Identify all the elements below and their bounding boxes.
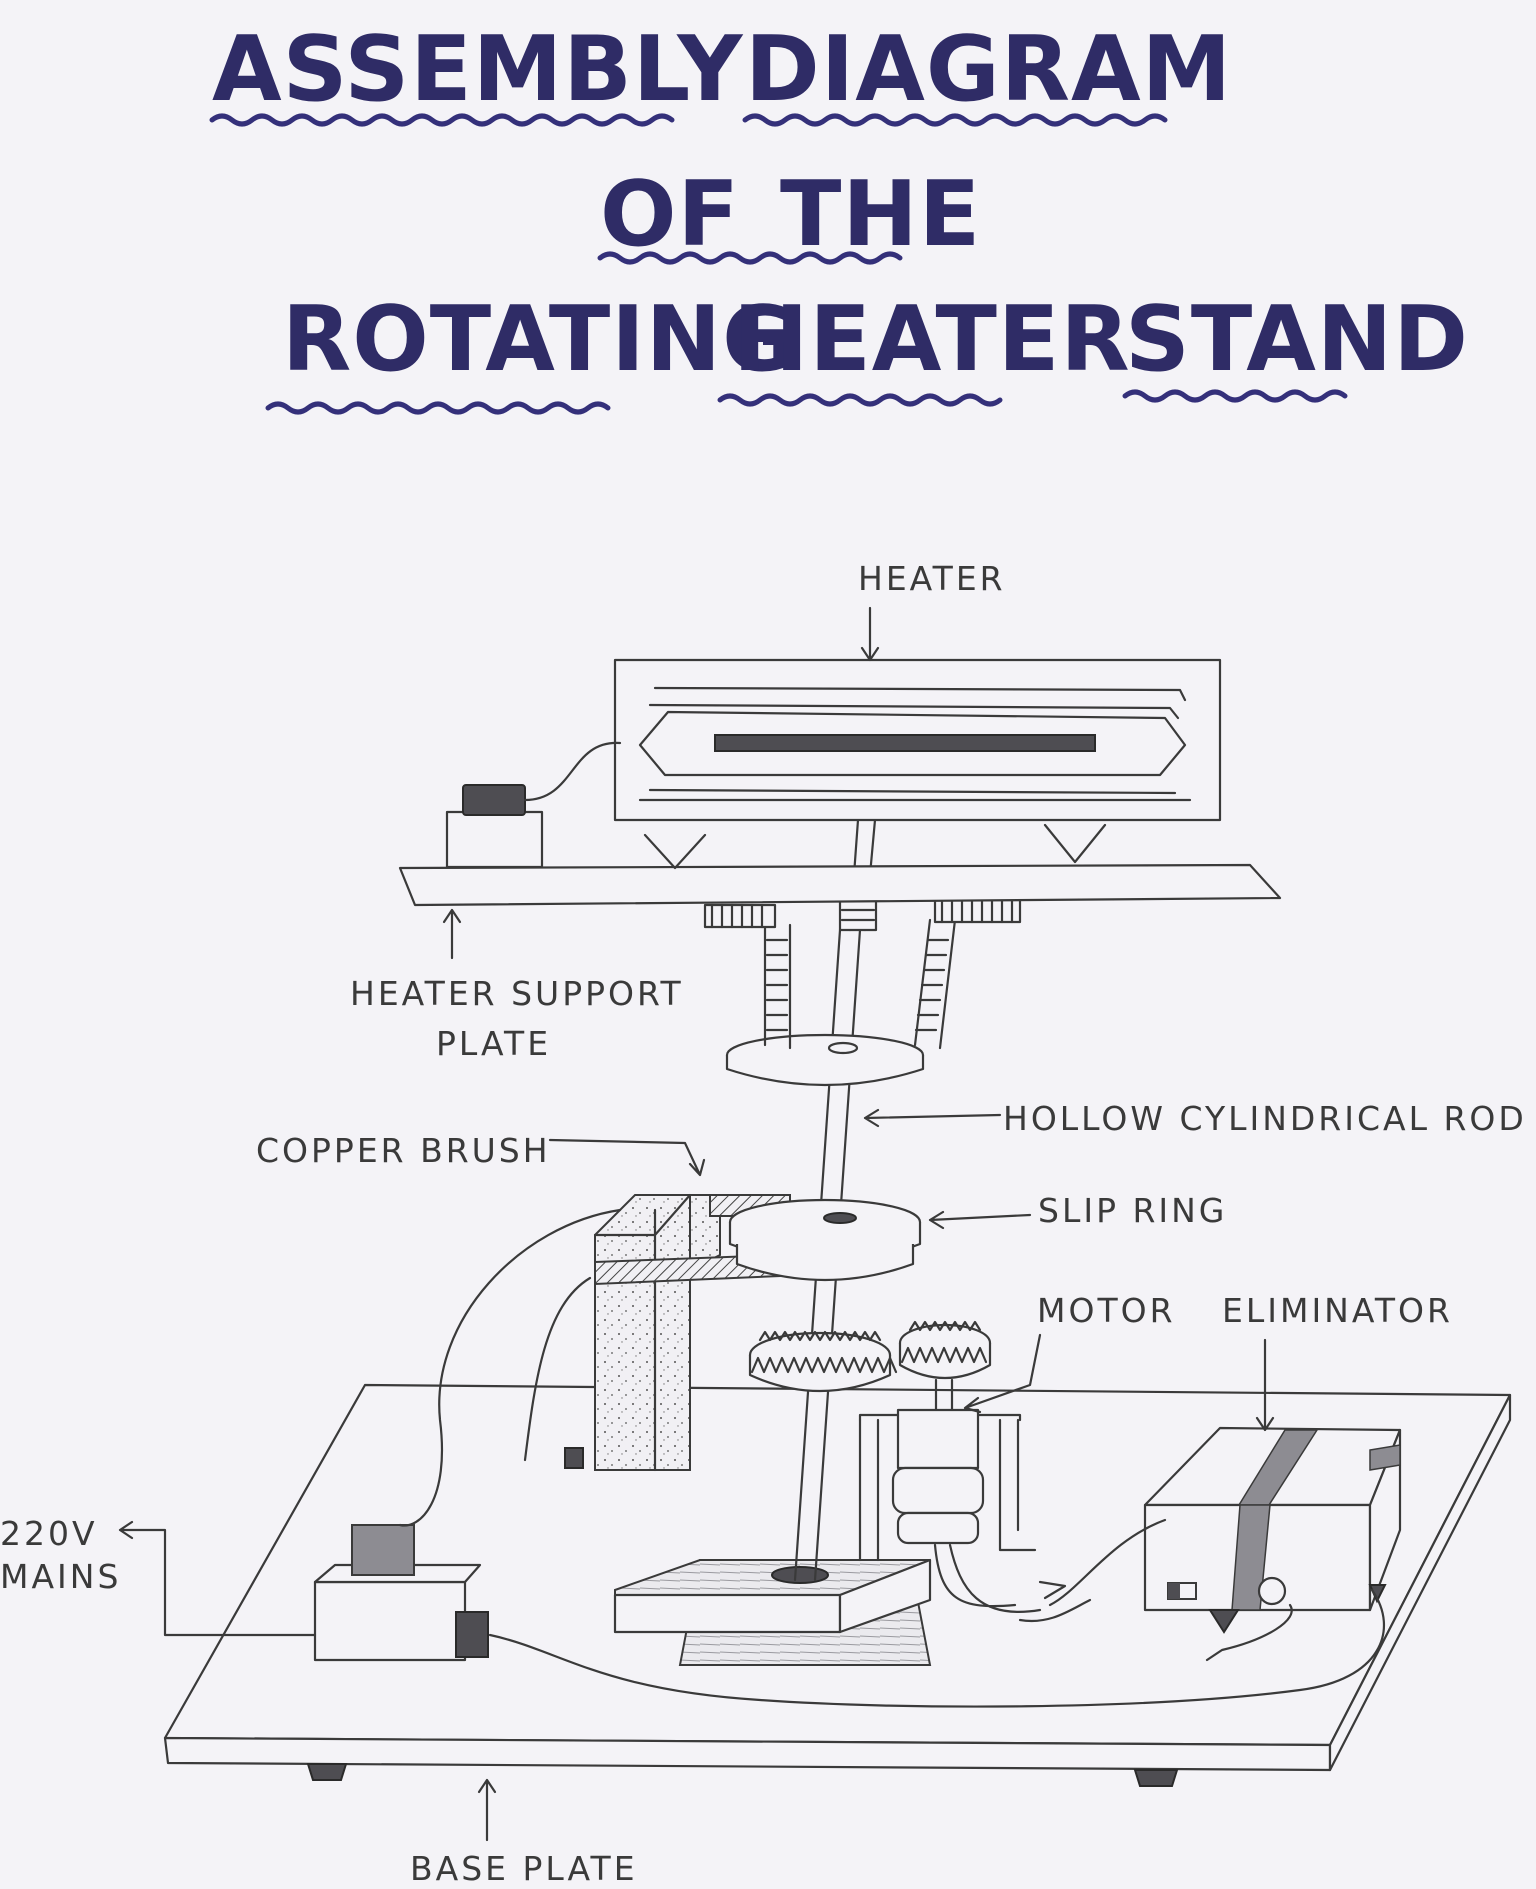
title-word-heater: HEATER bbox=[733, 287, 1131, 392]
title-word-of: OF bbox=[600, 162, 740, 267]
arrow-base-plate bbox=[477, 1778, 497, 1842]
motor bbox=[858, 1408, 1037, 1562]
arrow-heater-support-plate bbox=[442, 908, 462, 960]
support-legs bbox=[703, 898, 1022, 1050]
title-word-assembly: ASSEMBLY bbox=[212, 17, 744, 122]
base-foot-left bbox=[306, 1763, 348, 1781]
eliminator bbox=[1143, 1426, 1402, 1634]
arrow-heater bbox=[860, 606, 880, 662]
label-mains-line1: 220V bbox=[0, 1514, 98, 1553]
eliminator-socket bbox=[1257, 1576, 1287, 1606]
turntable-disc bbox=[725, 1033, 925, 1087]
large-gear bbox=[748, 1330, 898, 1393]
title-word-diagram: DIAGRAM bbox=[745, 17, 1232, 122]
copper-brush-holder bbox=[564, 1193, 791, 1472]
arrow-slip-ring bbox=[928, 1210, 1032, 1230]
label-hollow-cylindrical-rod: HOLLOW CYLINDRICAL ROD bbox=[1003, 1099, 1527, 1138]
slip-ring bbox=[728, 1198, 922, 1282]
label-mains-line2: MAINS bbox=[0, 1557, 121, 1596]
label-heater-support-line1: HEATER SUPPORT bbox=[350, 974, 684, 1013]
heater-terminal-box bbox=[445, 741, 622, 869]
labels: HEATER HEATER SUPPORT PLATE HOLLOW CYLIN… bbox=[0, 559, 1527, 1888]
heater-support-plate bbox=[398, 823, 1282, 907]
label-eliminator: ELIMINATOR bbox=[1222, 1291, 1453, 1330]
label-heater-support-line2: PLATE bbox=[436, 1024, 551, 1063]
arrow-hollow-rod bbox=[863, 1108, 1002, 1128]
arrow-motor bbox=[963, 1333, 1042, 1414]
label-slip-ring: SLIP RING bbox=[1038, 1191, 1227, 1230]
rod-mount-block bbox=[613, 1558, 932, 1666]
wiring bbox=[398, 1208, 1386, 1708]
arrow-copper-brush bbox=[548, 1138, 706, 1177]
gear-pair bbox=[748, 1320, 992, 1417]
arrow-mains bbox=[118, 1520, 317, 1637]
label-motor: MOTOR bbox=[1037, 1291, 1176, 1330]
label-copper-brush: COPPER BRUSH bbox=[256, 1131, 551, 1170]
title: ASSEMBLY DIAGRAM OF THE ROTATING HEATER … bbox=[209, 17, 1469, 415]
label-base-plate: BASE PLATE bbox=[410, 1849, 638, 1888]
small-gear bbox=[898, 1320, 992, 1417]
callouts bbox=[118, 606, 1275, 1842]
arrow-eliminator bbox=[1255, 1338, 1275, 1432]
label-heater: HEATER bbox=[858, 559, 1006, 598]
title-word-rotating: ROTATING bbox=[282, 287, 797, 392]
heater bbox=[445, 658, 1222, 869]
title-word-stand: STAND bbox=[1125, 287, 1469, 392]
base-foot-right bbox=[1133, 1769, 1179, 1787]
title-underlines bbox=[209, 113, 1348, 415]
mains-switch-box bbox=[313, 1524, 489, 1662]
title-word-the: THE bbox=[780, 162, 981, 267]
